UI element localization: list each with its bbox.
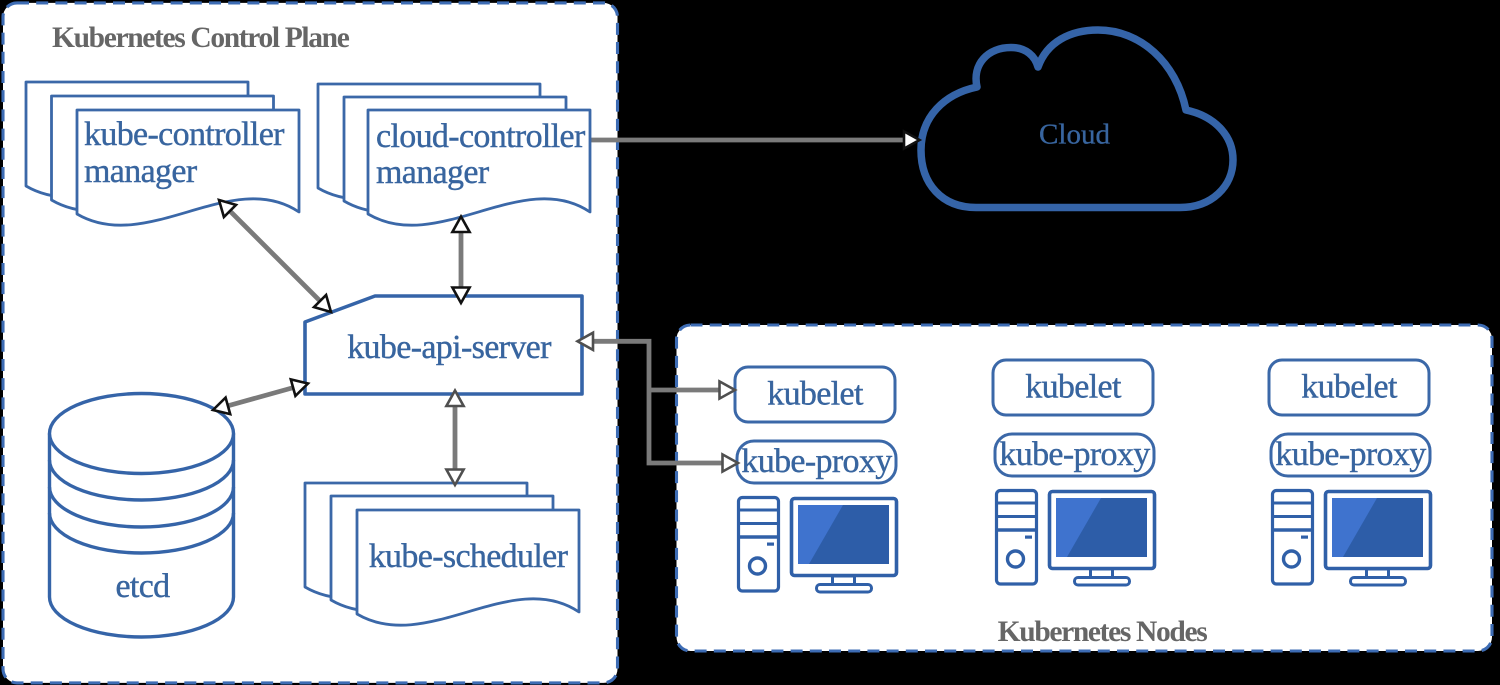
svg-text:Kubernetes Control Plane: Kubernetes Control Plane <box>52 22 350 54</box>
svg-text:kube-api-server: kube-api-server <box>347 329 552 366</box>
svg-text:Kubernetes Nodes: Kubernetes Nodes <box>998 616 1208 648</box>
svg-text:Cloud: Cloud <box>1039 119 1110 151</box>
svg-text:kube-controller: kube-controller <box>84 116 285 153</box>
svg-text:manager: manager <box>84 153 198 190</box>
svg-text:manager: manager <box>376 154 490 191</box>
svg-text:cloud-controller: cloud-controller <box>376 118 586 155</box>
svg-text:etcd: etcd <box>115 568 170 605</box>
svg-text:kube-scheduler: kube-scheduler <box>369 538 569 575</box>
